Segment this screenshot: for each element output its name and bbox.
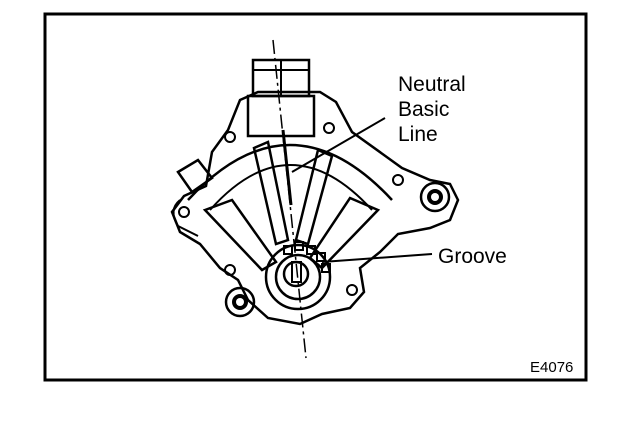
neutral-label-line-2: Basic	[398, 98, 450, 121]
left-blade	[202, 198, 278, 272]
upper-left-hole	[224, 131, 236, 143]
neutral-leader-line	[291, 117, 386, 173]
gear-tooth-4	[321, 263, 331, 273]
upper-right-hole	[323, 122, 335, 134]
right-small-hole	[346, 284, 358, 296]
gear-tooth-5	[283, 245, 293, 255]
neutral-label-line-3: Line	[398, 123, 438, 146]
right-bolt-center	[431, 193, 439, 201]
inner-sector-arc	[209, 164, 373, 211]
left-center-blade	[252, 140, 290, 246]
left-small-hole	[224, 264, 236, 276]
groove-label: Groove	[438, 245, 507, 268]
figure-border	[43, 12, 588, 382]
outer-sector-arc	[187, 143, 393, 201]
gear-tooth-2	[306, 245, 316, 255]
pointer-needle	[281, 129, 293, 206]
figure-code: E4076	[530, 359, 574, 376]
left-ear	[172, 199, 199, 237]
right-mid-hole	[392, 174, 404, 186]
neutral-label-line-1: Neutral	[398, 73, 466, 96]
right-center-blade	[294, 148, 334, 246]
shaft-groove	[291, 261, 302, 283]
hub-outer	[264, 243, 332, 311]
hub-inner	[274, 253, 322, 301]
groove-leader-line	[321, 253, 433, 263]
lower-left-bolt-center	[236, 298, 244, 306]
top-housing	[246, 94, 316, 138]
right-bolt-outer	[419, 181, 451, 213]
gear-tooth-3	[316, 252, 326, 262]
left-ear-hole	[178, 206, 190, 218]
right-blade	[308, 196, 381, 270]
neutral-basic-line-label: Neutral Basic Line	[398, 72, 466, 147]
lower-left-bolt-outer	[224, 286, 256, 318]
